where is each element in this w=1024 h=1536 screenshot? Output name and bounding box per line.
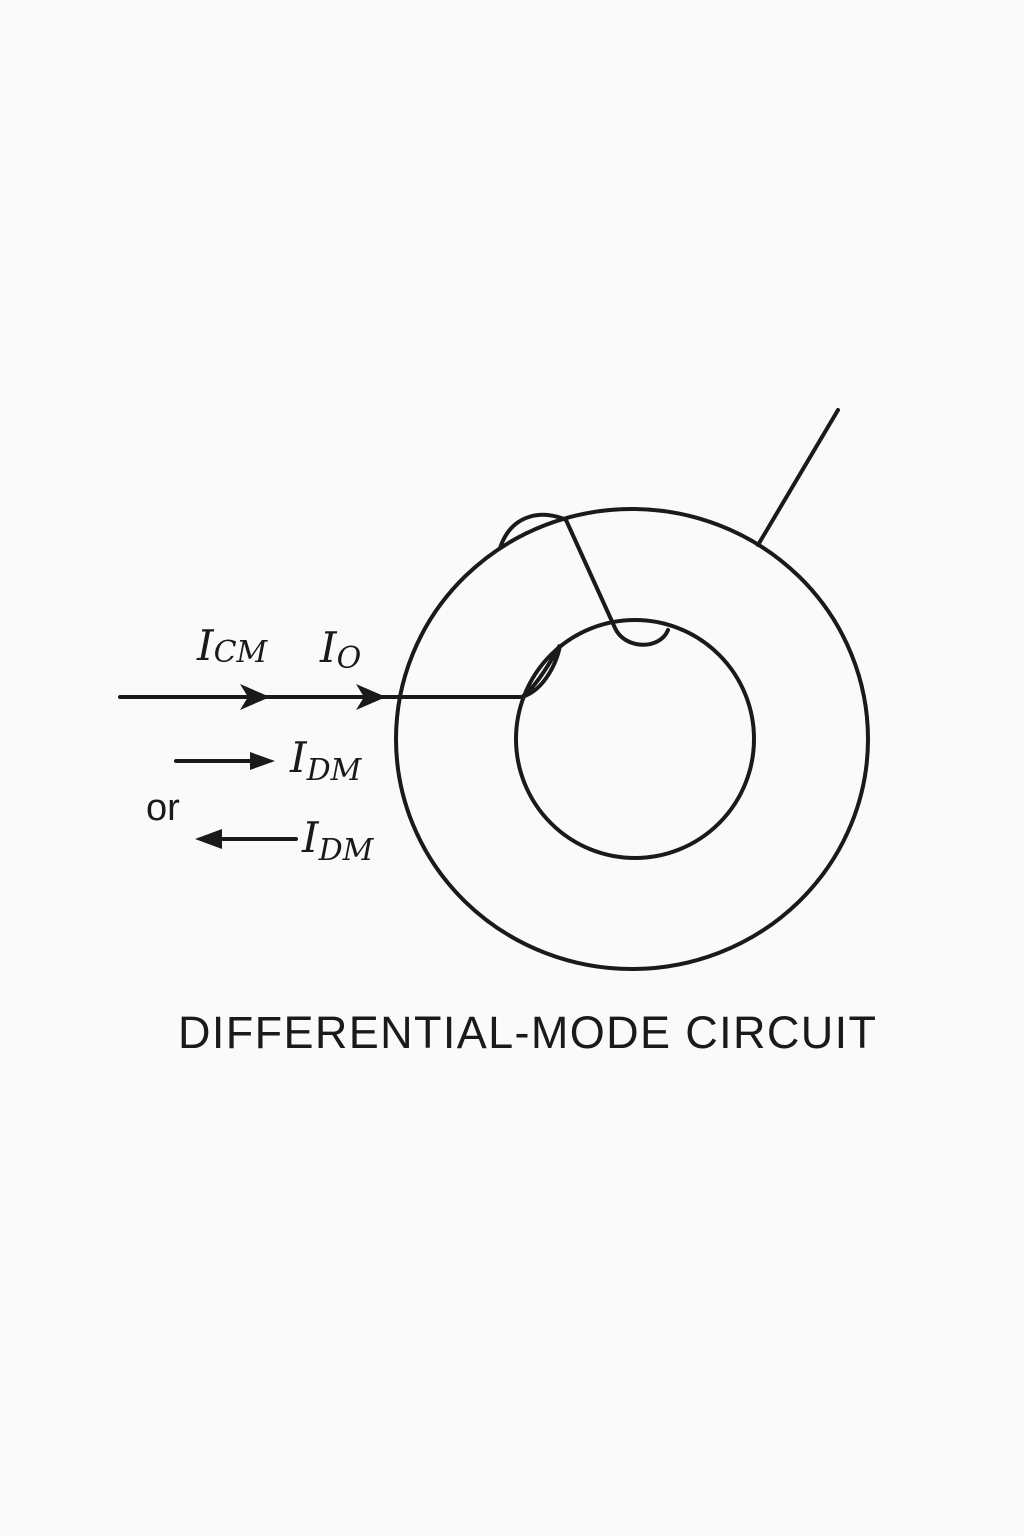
toroid-inner-edge	[514, 618, 756, 860]
label-idm-forward: IDM	[289, 733, 363, 788]
label-idm-reverse-main: I	[301, 813, 320, 862]
label-or: or	[146, 787, 180, 829]
label-io: IO	[319, 623, 361, 676]
label-idm-forward-sub: DM	[306, 753, 363, 788]
label-io-main: I	[319, 623, 338, 672]
idm-reverse-arrowhead	[195, 829, 222, 849]
idm-forward-arrowhead	[250, 752, 275, 770]
label-icm-sub: CM	[214, 635, 269, 670]
io-arrowhead	[356, 684, 386, 710]
winding-wire	[378, 408, 840, 699]
label-icm: ICM	[196, 621, 269, 670]
toroid-outer-edge	[394, 507, 870, 971]
label-idm-reverse: IDM	[301, 813, 375, 868]
icm-arrowhead	[240, 684, 270, 710]
label-idm-reverse-sub: DM	[318, 833, 375, 868]
diagram-title: DIFFERENTIAL-MODE CIRCUIT	[178, 1007, 876, 1058]
label-icm-main: I	[196, 621, 215, 670]
label-io-sub: O	[337, 641, 362, 676]
label-idm-forward-main: I	[289, 733, 308, 782]
